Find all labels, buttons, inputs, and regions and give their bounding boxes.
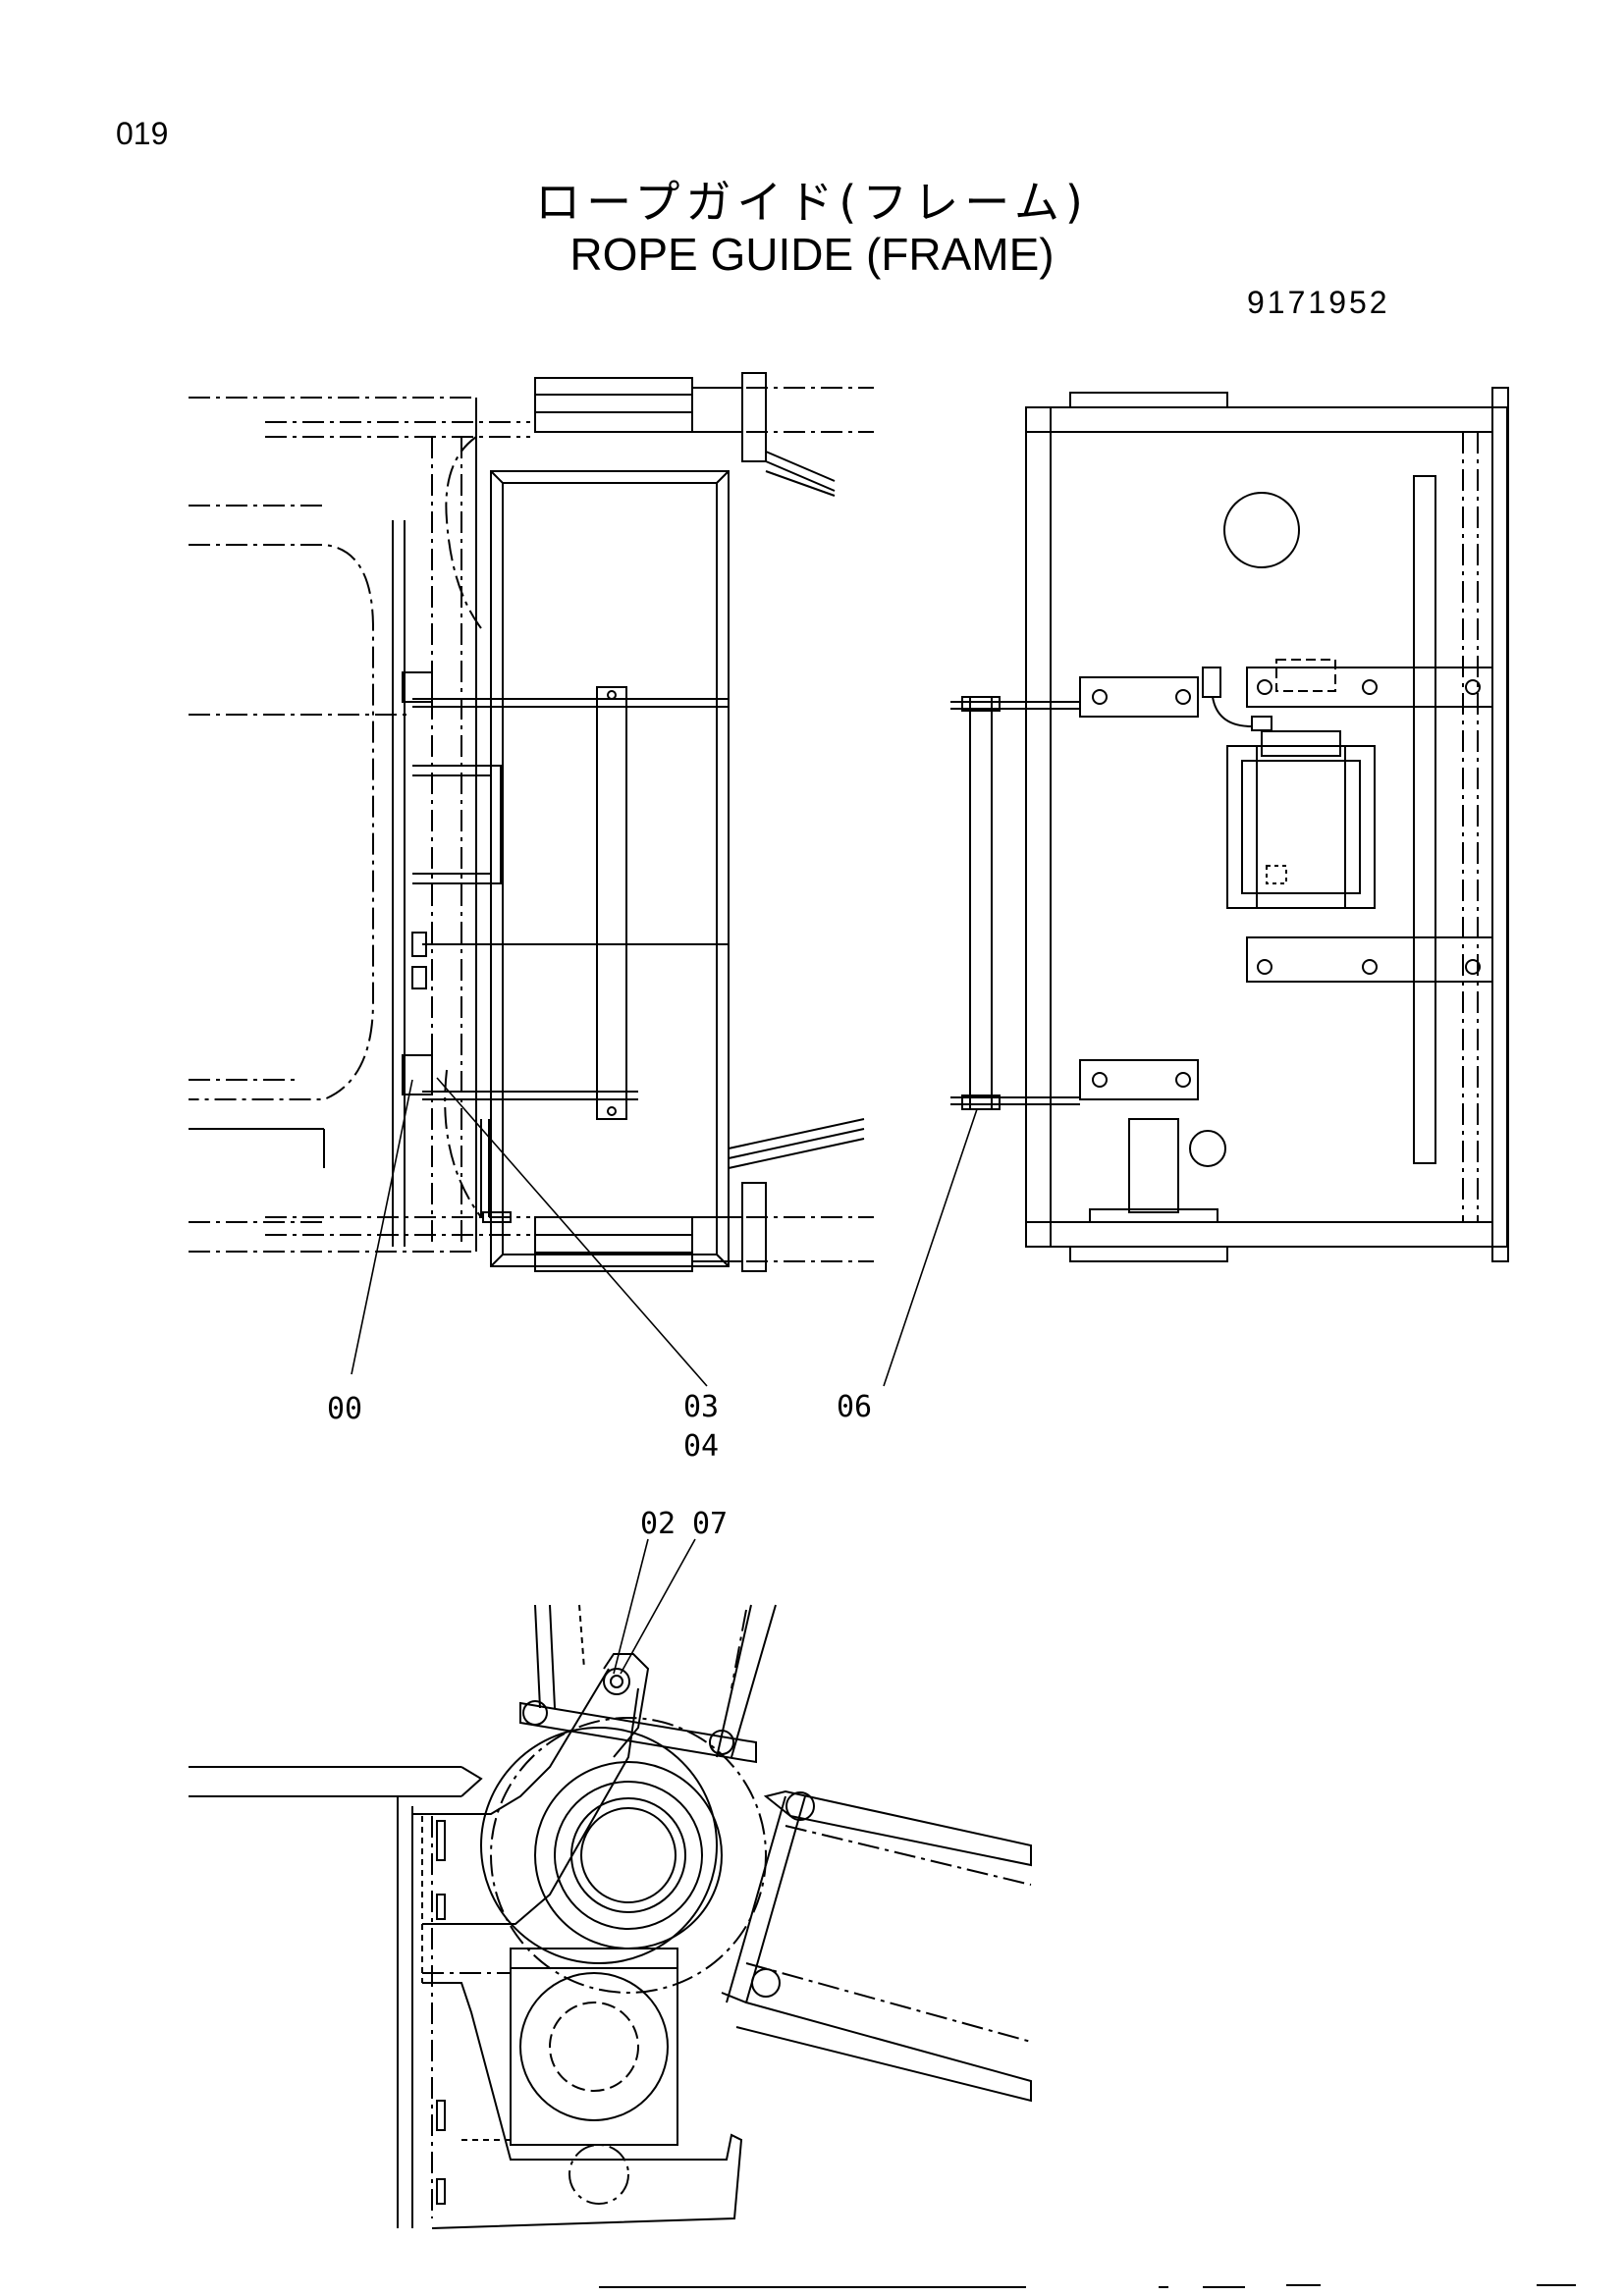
- title-english: ROPE GUIDE (FRAME): [569, 229, 1055, 280]
- leader-lines: [351, 1077, 978, 1675]
- callout-labels: 00 03 04 06 02 07: [327, 1390, 872, 1541]
- footer-rule: [599, 2284, 1576, 2288]
- roller-detail-view: [189, 1604, 1032, 2229]
- part-number: 9171952: [1247, 285, 1390, 320]
- right-frame-view: [950, 387, 1509, 1262]
- callout-03: 03: [683, 1390, 719, 1424]
- page-number: 019: [116, 116, 169, 151]
- callout-07: 07: [692, 1507, 728, 1541]
- left-frame-view: [189, 372, 874, 1272]
- callout-06: 06: [837, 1390, 872, 1424]
- title-japanese: ロープガイド(フレーム): [535, 176, 1089, 229]
- callout-02: 02: [640, 1507, 676, 1541]
- callout-00: 00: [327, 1392, 362, 1426]
- callout-04: 04: [683, 1429, 719, 1464]
